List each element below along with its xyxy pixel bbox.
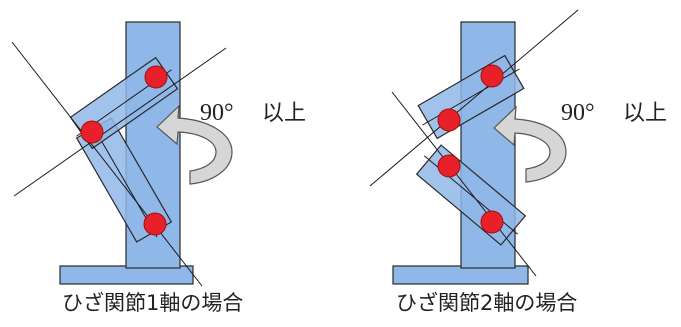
left-shin-axis-line: [11, 41, 203, 287]
left-ankle-joint: [143, 212, 167, 236]
left-caption: ひざ関節1軸の場合: [62, 291, 243, 315]
right-angle-value: 90°: [561, 100, 595, 126]
left-knee-joint: [80, 120, 104, 144]
right-hip-joint: [480, 64, 504, 88]
right-panel: 90° 以上 ひざ関節2軸の場合: [369, 9, 667, 315]
right-upper-knee-joint: [437, 108, 461, 132]
right-lower-knee-joint: [437, 154, 461, 178]
right-ankle-joint: [480, 210, 504, 234]
left-thigh-axis-line: [13, 47, 227, 197]
right-base-plate: [392, 265, 529, 285]
right-caption: ひざ関節2軸の場合: [396, 291, 577, 315]
right-shin-axis-line: [391, 91, 537, 277]
left-angle-suffix: 以上: [262, 101, 306, 126]
left-rotation-arrow: [156, 104, 233, 185]
right-rotation-arrow: [493, 105, 567, 183]
left-panel: 90° 以上 ひざ関節1軸の場合: [11, 21, 306, 315]
right-thigh-axis-line: [369, 9, 579, 187]
left-hip-joint: [144, 65, 168, 89]
right-angle-suffix: 以上: [623, 101, 667, 126]
left-angle-value: 90°: [200, 100, 234, 126]
left-base-plate: [59, 265, 194, 285]
